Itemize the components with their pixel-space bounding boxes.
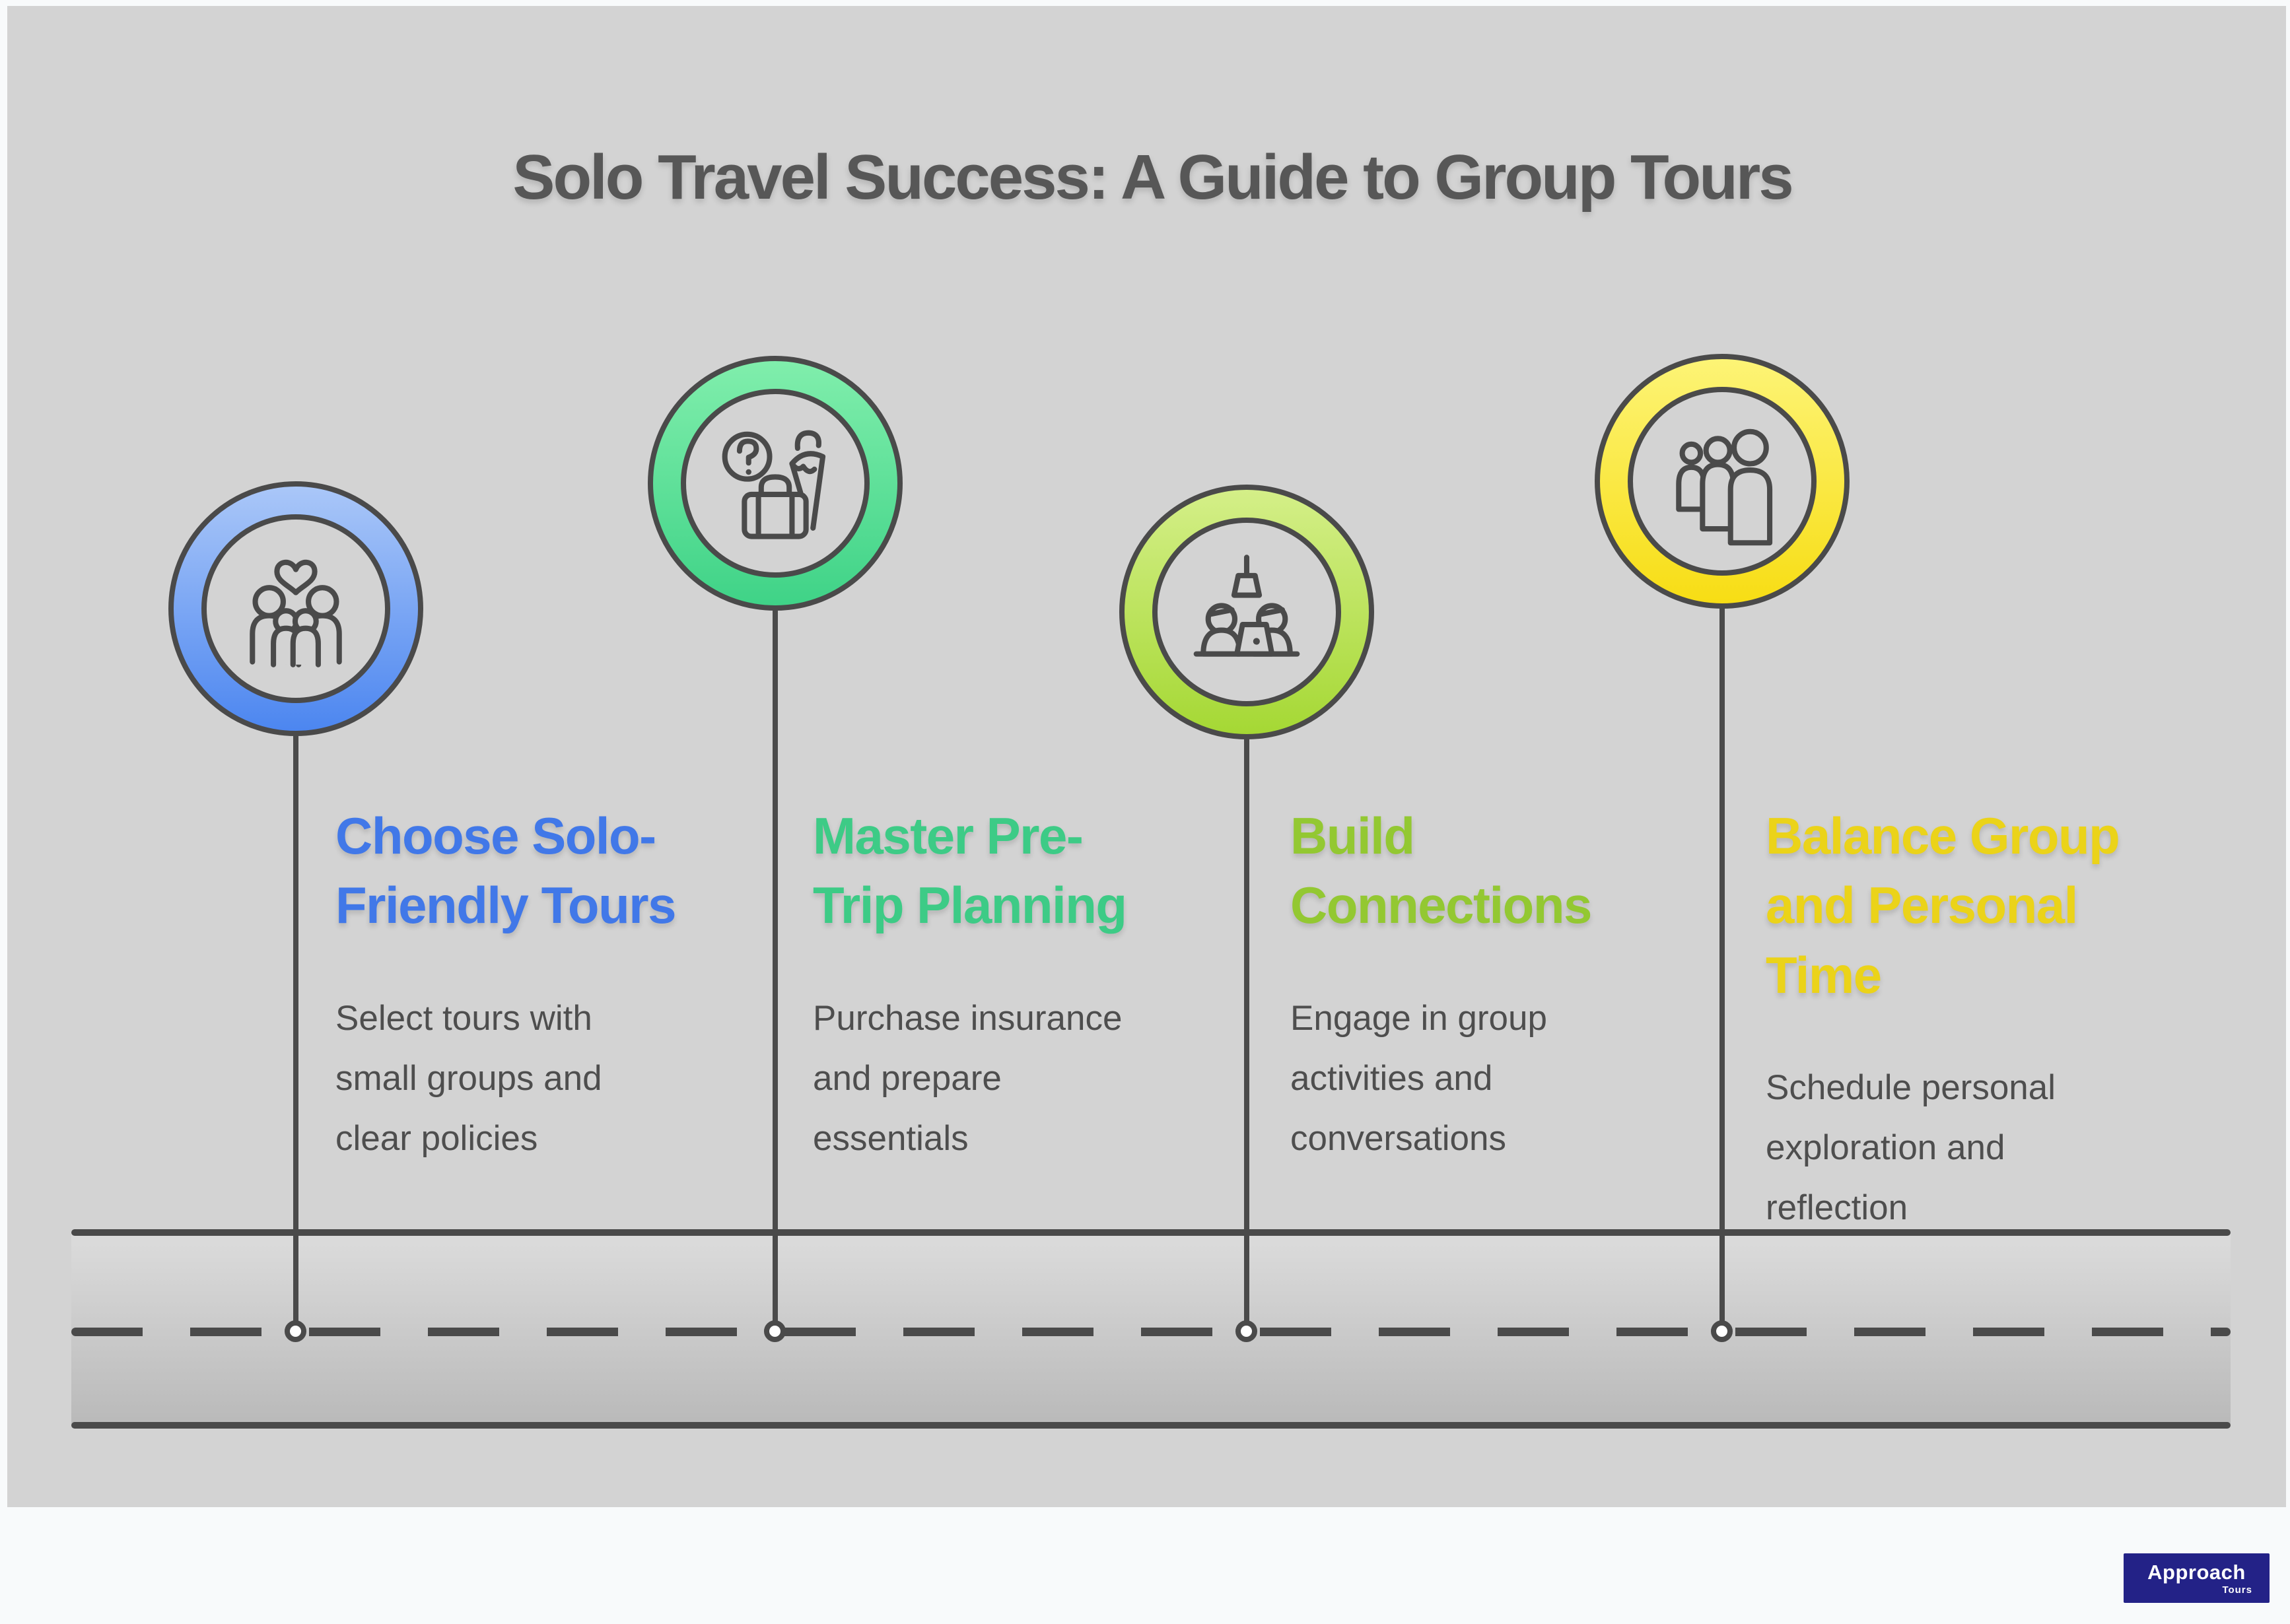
step-4-badge [1595,354,1850,609]
step-3-connector-line [1244,737,1249,1332]
step-3-heading: Build Connections [1290,807,1592,935]
family-heart-icon [201,514,390,703]
step-2: Master Pre- Trip Planning Purchase insur… [7,6,2286,1507]
step-2-timeline-node [764,1320,786,1342]
step-1-heading: Choose Solo- Friendly Tours [335,807,676,935]
page-title: Solo Travel Success: A Guide to Group To… [512,142,1793,213]
logo-brand-text: Approach [2147,1560,2246,1584]
step-2-connector-line [773,608,778,1332]
step-1-description: Select tours with small groups and clear… [335,998,602,1158]
step-2-badge [648,356,903,611]
group-activity-icon [1152,518,1341,706]
step-2-description: Purchase insurance and prepare essential… [813,998,1123,1158]
step-1-connector-line [293,732,298,1332]
approach-tours-logo: Approach Tours [2124,1553,2270,1603]
step-4-description: Schedule personal exploration and reflec… [1766,1067,2056,1228]
step-4-timeline-node [1711,1320,1733,1342]
logo-sub-text: Tours [2222,1584,2252,1596]
step-4: Balance Group and Personal Time Schedule… [7,6,2286,1507]
step-4-text: Balance Group and Personal Time Schedule… [1766,801,2175,1238]
step-3-text: Build Connections Engage in group activi… [1290,801,1700,1168]
step-4-heading: Balance Group and Personal Time [1766,807,2120,1004]
step-2-heading: Master Pre- Trip Planning [813,807,1127,935]
step-1-text: Choose Solo- Friendly Tours Select tours… [335,801,745,1168]
infographic-canvas: Solo Travel Success: A Guide to Group To… [7,6,2286,1507]
road-timeline [71,1229,2231,1429]
step-3-description: Engage in group activities and conversat… [1290,998,1547,1158]
step-3: Build Connections Engage in group activi… [7,6,2286,1507]
step-1-timeline-node [285,1320,306,1342]
step-1: Choose Solo- Friendly Tours Select tours… [7,6,2286,1507]
step-2-text: Master Pre- Trip Planning Purchase insur… [813,801,1222,1168]
trip-planning-icon [681,389,870,578]
step-1-badge [168,481,423,736]
step-3-timeline-node [1235,1320,1257,1342]
step-4-connector-line [1719,606,1725,1332]
people-queue-icon [1628,387,1817,576]
road-dashed-centerline [71,1328,2231,1336]
step-3-badge [1119,485,1374,739]
